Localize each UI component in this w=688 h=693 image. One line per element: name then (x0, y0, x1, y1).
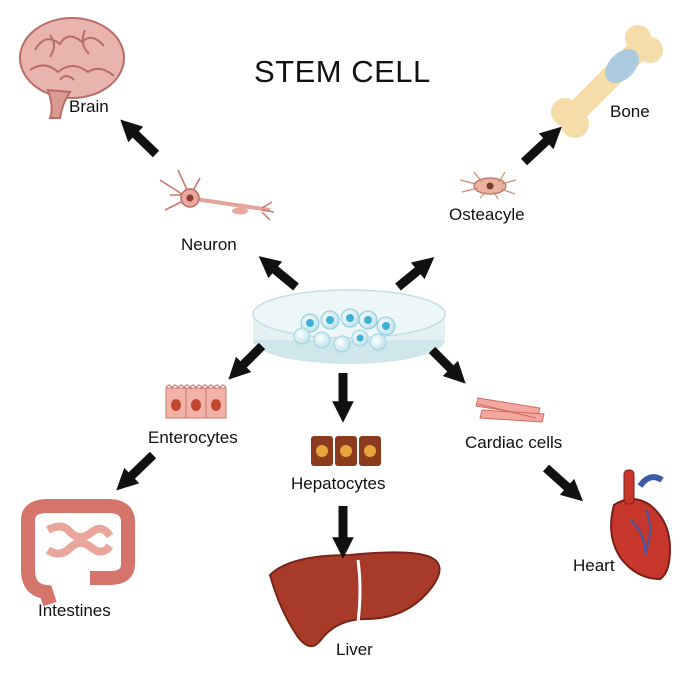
arrow-neuron-to-brain (120, 119, 160, 158)
label-intestines: Intestines (38, 601, 111, 620)
petri-dish (252, 289, 446, 364)
hepatocytes-illustration (311, 436, 381, 466)
arrow-cardiac-to-heart (542, 464, 584, 502)
heart-illustration (610, 469, 672, 581)
intestines-illustration (21, 499, 135, 607)
enterocytes-illustration (165, 384, 227, 419)
label-enterocytes: Enterocytes (148, 428, 238, 447)
arrow-enterocytes-to-intestines (116, 451, 157, 491)
osteacyle-illustration (459, 171, 517, 200)
label-heart: Heart (573, 556, 615, 575)
arrow-dish-to-neuron (258, 256, 299, 291)
arrows (116, 119, 584, 559)
brain-illustration (19, 17, 125, 119)
arrow-dish-to-enterocytes (228, 342, 266, 380)
label-bone: Bone (610, 102, 650, 121)
label-brain: Brain (69, 97, 109, 116)
stem-cells (293, 308, 396, 353)
label-hepatocytes: Hepatocytes (291, 474, 386, 493)
neuron-illustration (159, 169, 275, 221)
label-neuron: Neuron (181, 235, 237, 254)
label-osteacyle: Osteacyle (449, 205, 525, 224)
arrow-dish-to-osteacyle (395, 257, 435, 291)
liver-illustration (268, 551, 441, 648)
arrow-osteacyle-to-bone (520, 126, 562, 166)
bone-illustration (551, 25, 663, 138)
diagram-title: STEM CELL (254, 54, 431, 89)
arrow-dish-to-cardiac (428, 346, 466, 384)
label-cardiac-cells: Cardiac cells (465, 433, 563, 452)
cardiac-cells-illustration (475, 397, 545, 423)
label-liver: Liver (336, 640, 373, 659)
